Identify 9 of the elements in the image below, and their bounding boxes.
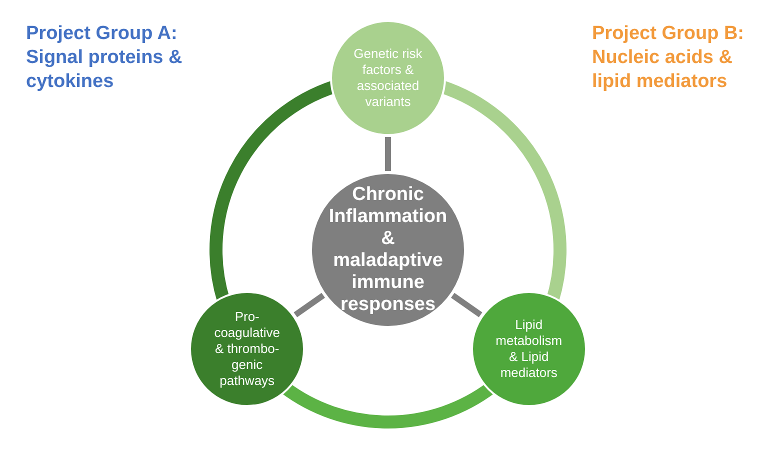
node-label: Genetic risk factors & associated variants [352,46,424,110]
connector-line [451,292,482,318]
connector-line [385,137,391,171]
node-label: Lipid metabolism & Lipid mediators [494,316,564,381]
group-heading: Project Group B: Nucleic acids & lipid mediators [592,22,746,94]
node-label: Chronic Inflammation & maladaptive immune responses [328,184,448,316]
group-heading: Project Group A: Signal proteins & cytokines [26,22,184,94]
node-label: Pro-coagulative & thrombo-genic pathways [213,308,281,389]
connector-line [294,292,325,318]
